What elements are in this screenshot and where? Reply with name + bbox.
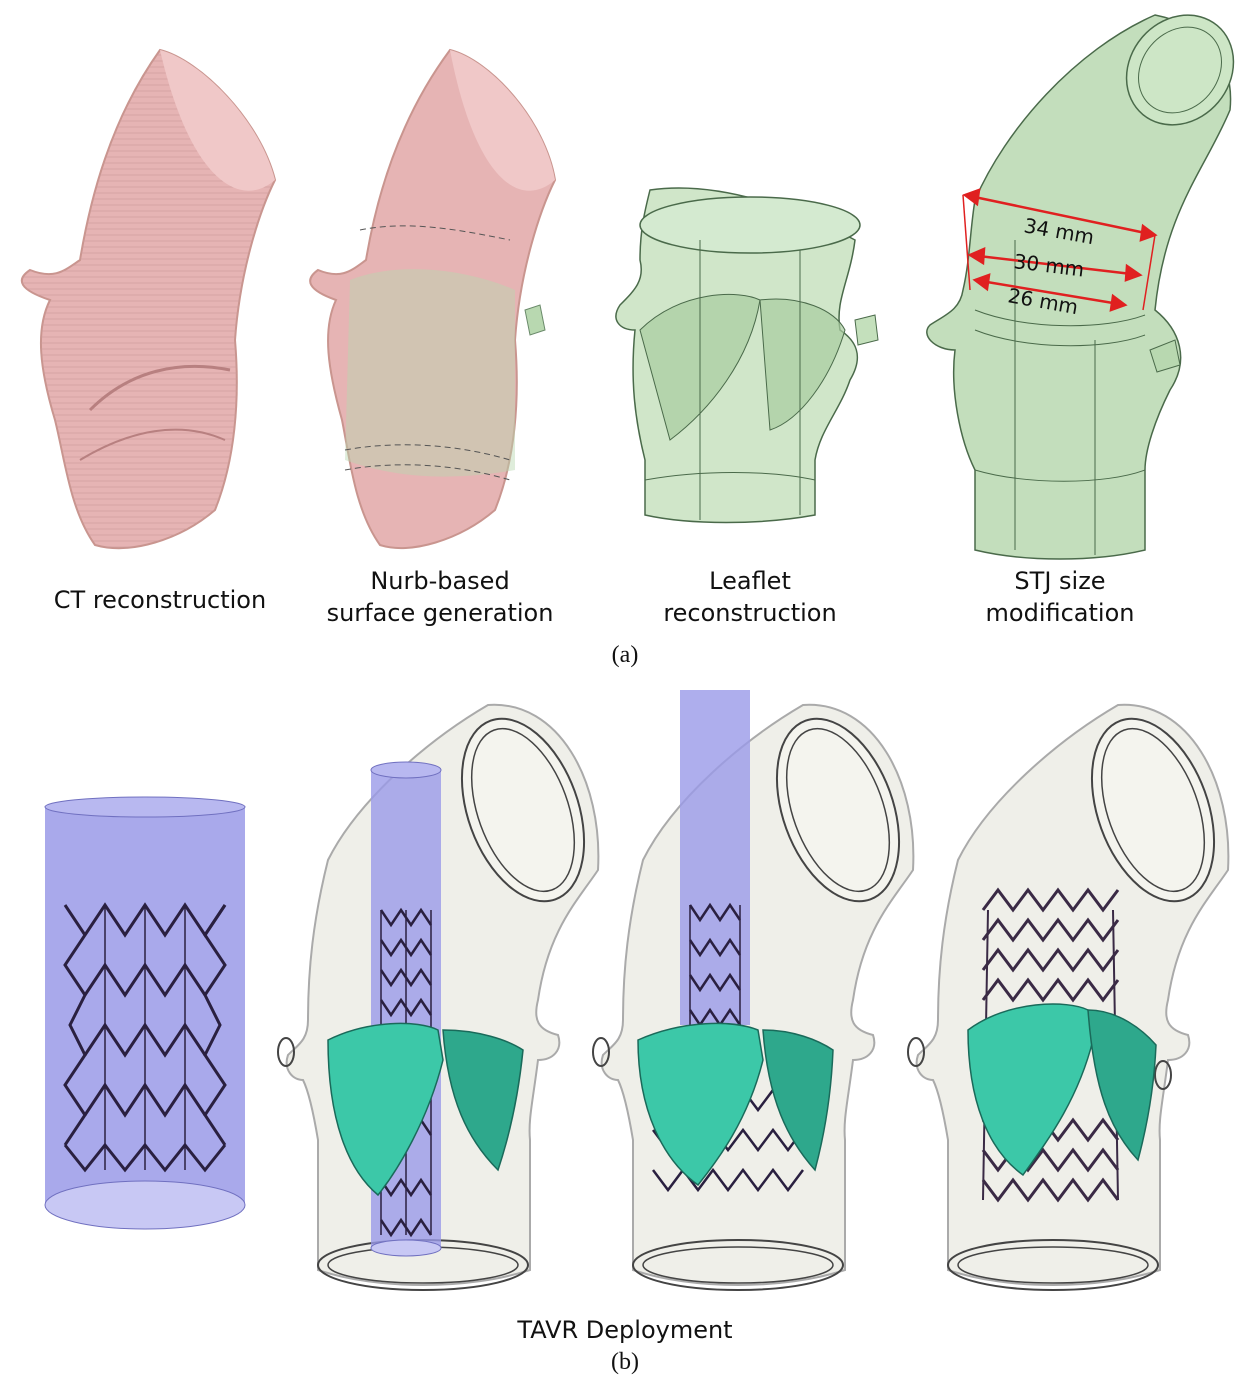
caption-leaflet-reconstruction: Leaflet reconstruction	[620, 565, 880, 629]
caption-nurb-surface: Nurb-based surface generation	[305, 565, 575, 629]
caption-stj-modification: STJ size modification	[930, 565, 1190, 629]
nurb-surface-image	[300, 40, 560, 560]
ct-reconstruction-image	[10, 40, 280, 560]
leaflet-reconstruction-image	[600, 180, 890, 540]
deployment-stage-2-image	[583, 690, 928, 1300]
deployment-stage-1-image	[268, 700, 613, 1300]
caption-tavr-deployment: TAVR Deployment	[425, 1314, 825, 1346]
figure-label-b: (b)	[575, 1349, 675, 1376]
deployment-final-image	[898, 700, 1243, 1300]
stent-in-sheath-image	[40, 795, 255, 1235]
stj-modification-image: 34 mm 30 mm 26 mm	[915, 10, 1245, 560]
caption-ct-reconstruction: CT reconstruction	[20, 584, 300, 616]
figure-label-a: (a)	[575, 642, 675, 669]
